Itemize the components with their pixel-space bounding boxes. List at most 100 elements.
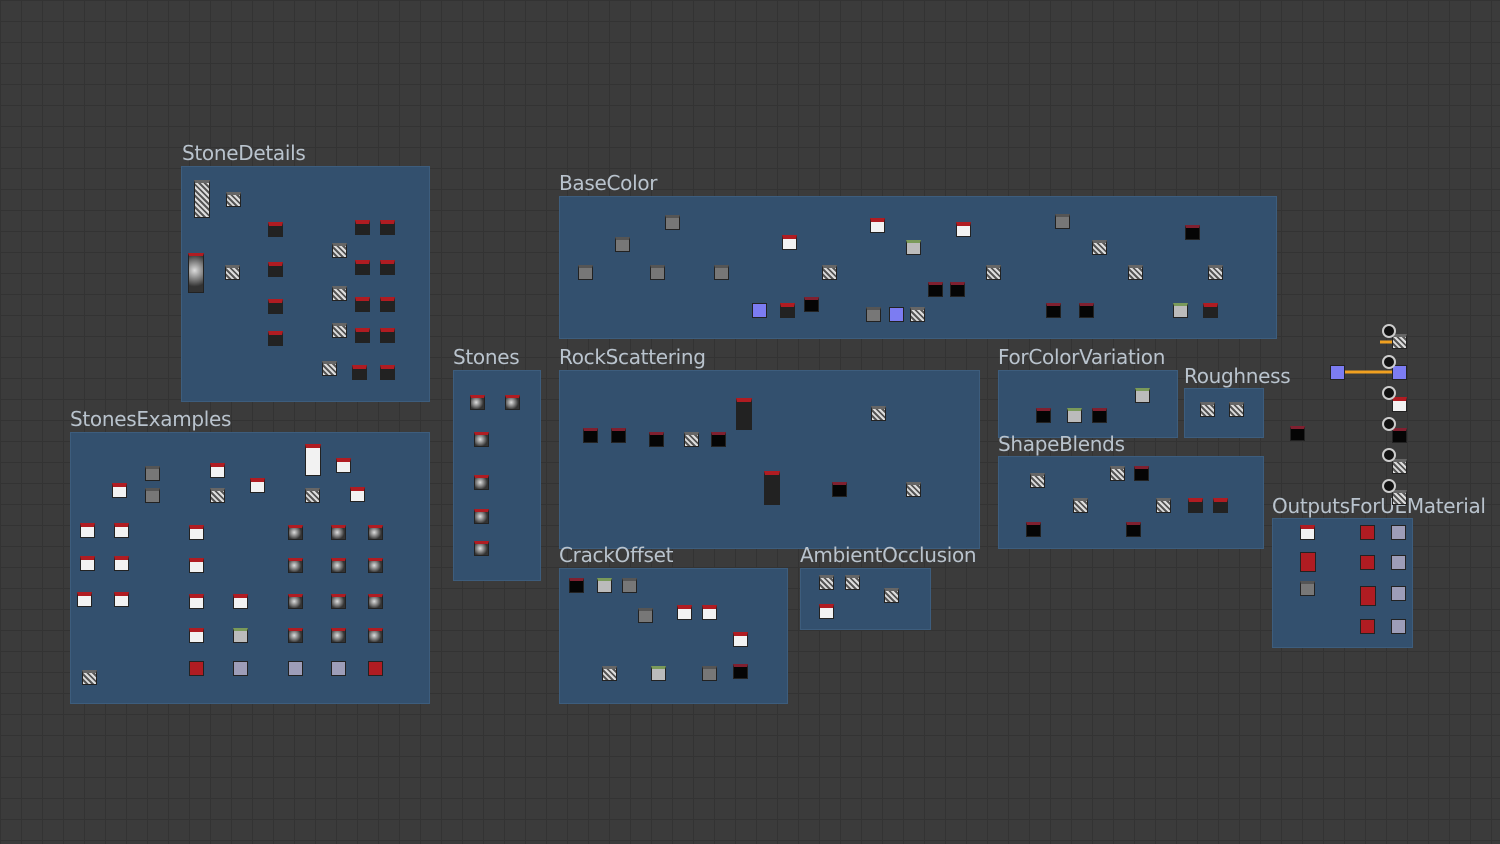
graph-node[interactable]	[819, 604, 834, 619]
graph-node[interactable]	[474, 509, 489, 524]
graph-node[interactable]	[189, 594, 204, 609]
graph-node[interactable]	[733, 632, 748, 647]
graph-node[interactable]	[950, 282, 965, 297]
graph-node[interactable]	[305, 488, 320, 503]
graph-node[interactable]	[906, 482, 921, 497]
graph-node[interactable]	[1213, 498, 1228, 513]
frame-stones[interactable]	[453, 370, 541, 581]
graph-node[interactable]	[233, 594, 248, 609]
graph-node[interactable]	[288, 558, 303, 573]
graph-node[interactable]	[714, 265, 729, 280]
graph-node[interactable]	[583, 428, 598, 443]
graph-node[interactable]	[1092, 240, 1107, 255]
graph-node[interactable]	[578, 265, 593, 280]
graph-node[interactable]	[651, 666, 666, 681]
graph-node[interactable]	[189, 661, 204, 676]
graph-node[interactable]	[1392, 365, 1407, 380]
graph-node[interactable]	[736, 398, 752, 430]
graph-node[interactable]	[305, 444, 321, 476]
graph-node[interactable]	[870, 218, 885, 233]
graph-node[interactable]	[268, 331, 283, 346]
frame-crack-offset[interactable]	[559, 568, 788, 704]
graph-node[interactable]	[332, 243, 347, 258]
graph-node[interactable]	[822, 265, 837, 280]
graph-node[interactable]	[470, 395, 485, 410]
graph-node[interactable]	[615, 237, 630, 252]
graph-node[interactable]	[82, 670, 97, 685]
graph-node[interactable]	[350, 487, 365, 502]
graph-node[interactable]	[355, 220, 370, 235]
graph-node[interactable]	[1229, 402, 1244, 417]
graph-node[interactable]	[189, 558, 204, 573]
graph-node[interactable]	[702, 666, 717, 681]
graph-node[interactable]	[622, 578, 637, 593]
graph-node[interactable]	[764, 471, 780, 505]
graph-node[interactable]	[906, 240, 921, 255]
graph-node[interactable]	[956, 222, 971, 237]
graph-node[interactable]	[1128, 265, 1143, 280]
graph-node[interactable]	[1392, 397, 1407, 412]
graph-node[interactable]	[474, 541, 489, 556]
graph-node[interactable]	[602, 666, 617, 681]
graph-node[interactable]	[288, 525, 303, 540]
graph-node[interactable]	[355, 297, 370, 312]
graph-node[interactable]	[77, 592, 92, 607]
graph-node[interactable]	[1030, 473, 1045, 488]
graph-node[interactable]	[380, 260, 395, 275]
output-node-icon[interactable]	[1382, 386, 1396, 400]
graph-node[interactable]	[638, 608, 653, 623]
graph-node[interactable]	[1134, 466, 1149, 481]
graph-node[interactable]	[368, 558, 383, 573]
graph-node[interactable]	[368, 661, 383, 676]
graph-node[interactable]	[1300, 552, 1316, 572]
graph-node[interactable]	[331, 525, 346, 540]
graph-node[interactable]	[1360, 525, 1375, 540]
graph-node[interactable]	[866, 307, 881, 322]
graph-node[interactable]	[780, 303, 795, 318]
graph-node[interactable]	[1300, 581, 1315, 596]
graph-node[interactable]	[189, 525, 204, 540]
graph-node[interactable]	[1392, 459, 1407, 474]
graph-node[interactable]	[1208, 265, 1223, 280]
graph-node[interactable]	[194, 180, 210, 218]
graph-node[interactable]	[189, 628, 204, 643]
graph-node[interactable]	[352, 365, 367, 380]
graph-node[interactable]	[355, 260, 370, 275]
graph-node[interactable]	[380, 297, 395, 312]
frame-for-color-variation[interactable]	[998, 370, 1178, 438]
graph-node[interactable]	[380, 220, 395, 235]
graph-node[interactable]	[380, 365, 395, 380]
graph-node[interactable]	[1330, 365, 1345, 380]
graph-node[interactable]	[1135, 388, 1150, 403]
graph-node[interactable]	[650, 265, 665, 280]
graph-node[interactable]	[752, 303, 767, 318]
graph-node[interactable]	[355, 328, 370, 343]
graph-node[interactable]	[114, 592, 129, 607]
graph-node[interactable]	[1203, 303, 1218, 318]
frame-rock-scattering[interactable]	[559, 370, 980, 549]
graph-node[interactable]	[474, 475, 489, 490]
graph-node[interactable]	[733, 664, 748, 679]
graph-node[interactable]	[569, 578, 584, 593]
graph-node[interactable]	[1360, 586, 1376, 606]
graph-node[interactable]	[677, 605, 692, 620]
graph-node[interactable]	[1392, 490, 1407, 505]
graph-node[interactable]	[233, 661, 248, 676]
graph-node[interactable]	[1392, 334, 1407, 349]
graph-node[interactable]	[782, 235, 797, 250]
graph-node[interactable]	[1156, 498, 1171, 513]
graph-node[interactable]	[145, 466, 160, 481]
graph-node[interactable]	[505, 395, 520, 410]
graph-node[interactable]	[1185, 225, 1200, 240]
graph-node[interactable]	[1391, 586, 1406, 601]
graph-node[interactable]	[1360, 619, 1375, 634]
graph-node[interactable]	[1055, 214, 1070, 229]
graph-node[interactable]	[884, 588, 899, 603]
graph-node[interactable]	[1173, 303, 1188, 318]
graph-node[interactable]	[80, 523, 95, 538]
graph-node[interactable]	[1391, 555, 1406, 570]
graph-node[interactable]	[210, 463, 225, 478]
graph-node[interactable]	[332, 286, 347, 301]
graph-node[interactable]	[1110, 466, 1125, 481]
graph-node[interactable]	[114, 523, 129, 538]
